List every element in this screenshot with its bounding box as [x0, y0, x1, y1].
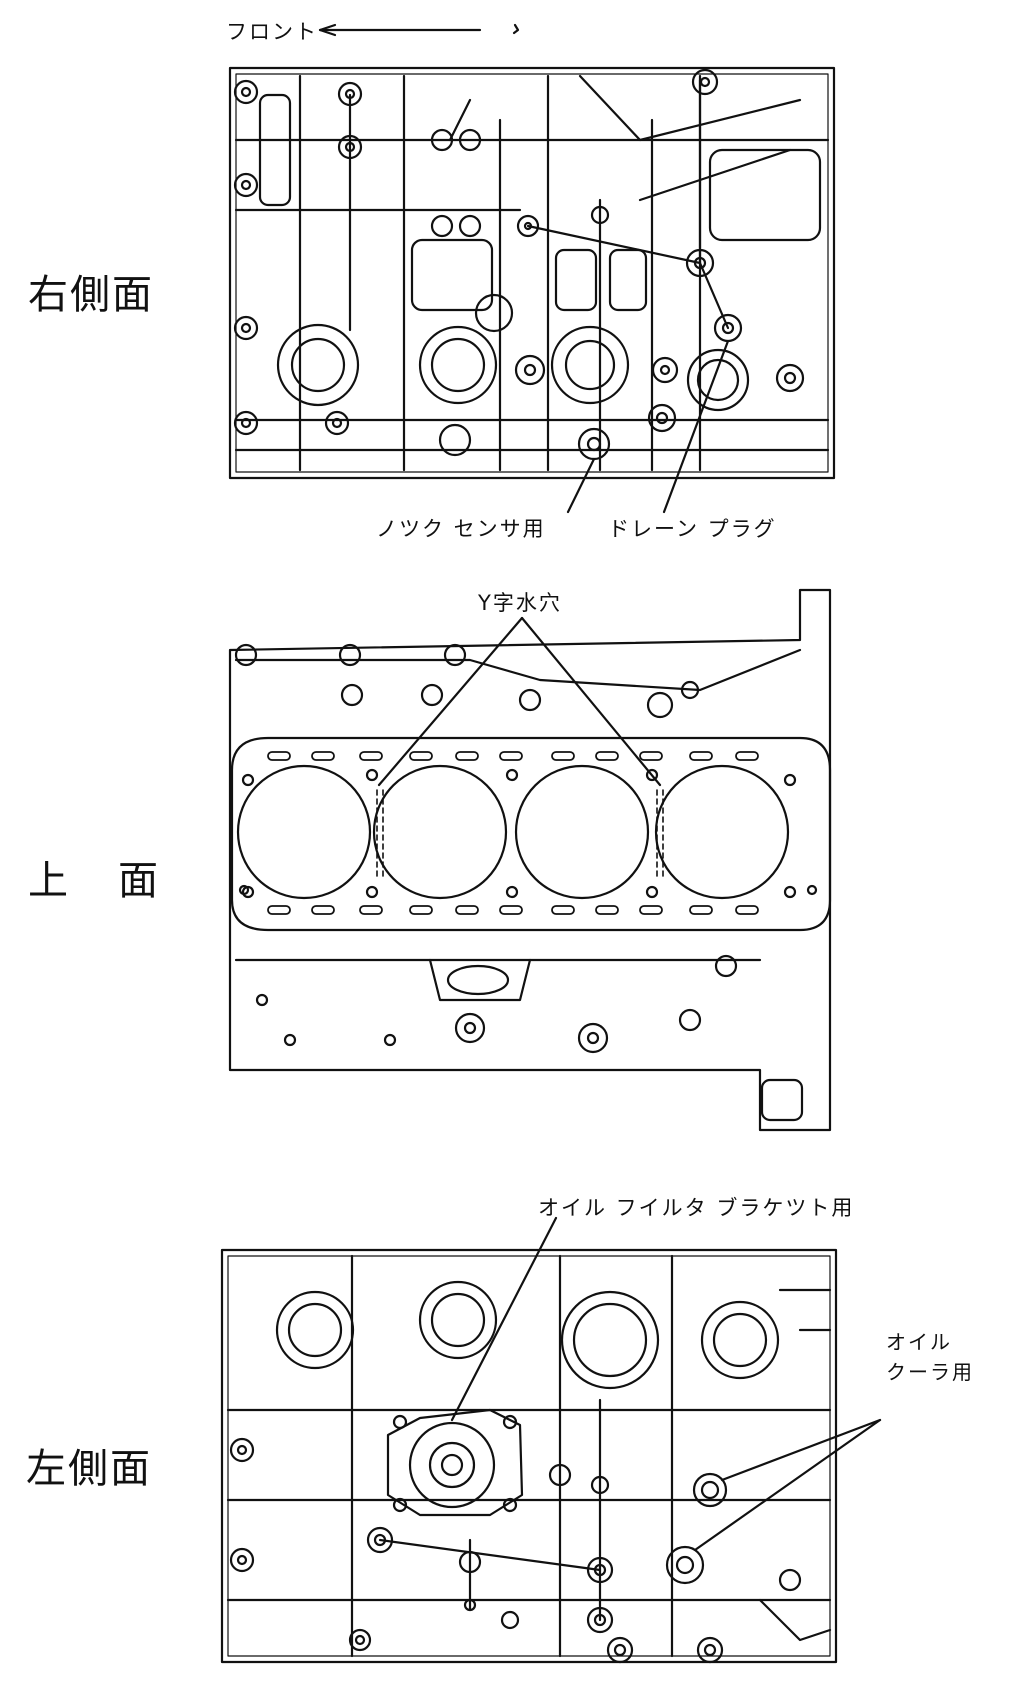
y-water-hole-callout: Y字水穴 [478, 591, 562, 615]
right-side-view-drawing [228, 66, 836, 514]
top-view-title-first: 上 [28, 858, 70, 904]
left-side-view-title: 左側面 [26, 1446, 152, 1492]
right-side-view-title: 右側面 [28, 272, 154, 318]
front-label: フロント [226, 20, 318, 44]
top-view-drawing [228, 588, 832, 1132]
drain-plug-callout: ドレーン プラグ [608, 517, 777, 541]
knock-sensor-callout: ノツク センサ用 [376, 517, 546, 541]
oil-cooler-callout-line2: クーラ用 [886, 1360, 974, 1384]
oil-cooler-callout-line1: オイル [886, 1330, 952, 1354]
top-view-title-second: 面 [118, 858, 160, 904]
oil-filter-bracket-callout: オイル フイルタ ブラケツト用 [538, 1196, 855, 1220]
front-arrow [318, 23, 520, 37]
left-side-view-drawing [220, 1216, 882, 1664]
